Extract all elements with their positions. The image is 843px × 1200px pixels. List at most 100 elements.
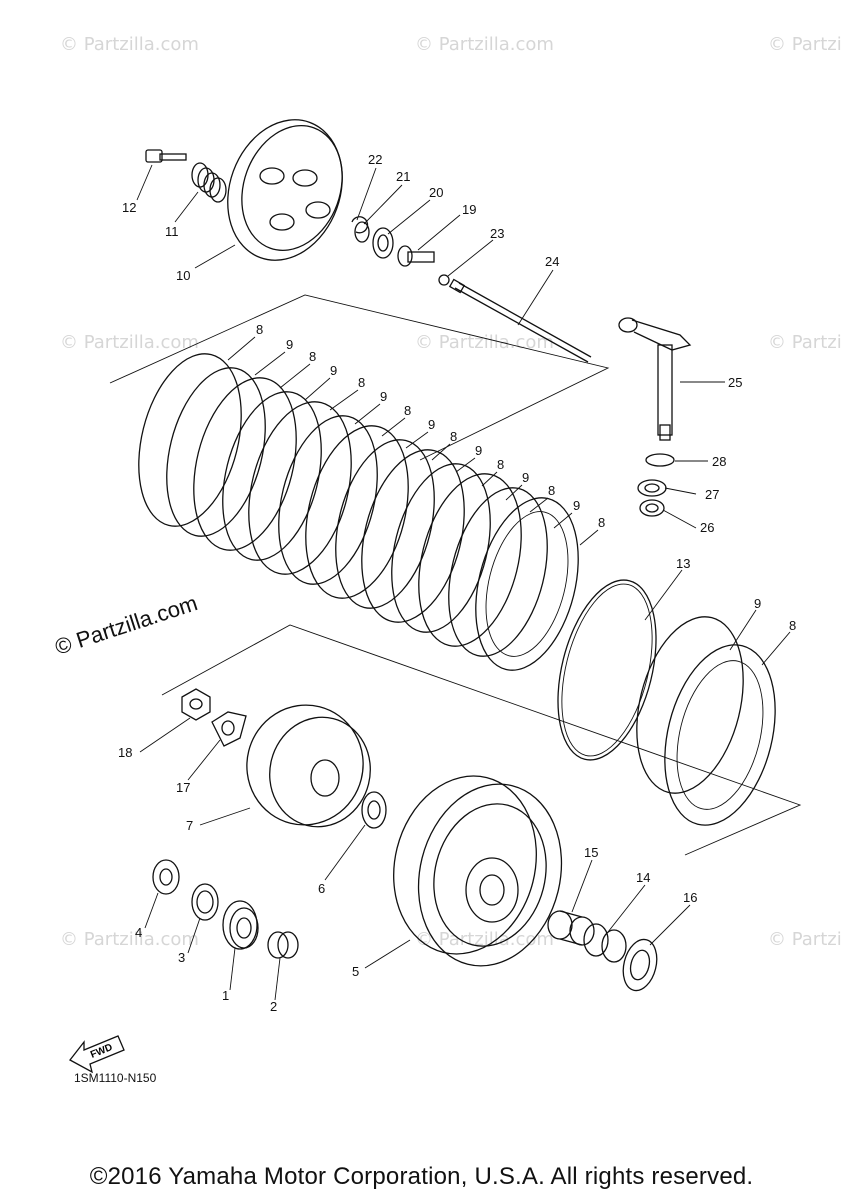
callout-24: 24 [545,254,559,269]
clutch-housing-5 [393,775,563,967]
friction-plate-8 [305,425,409,599]
washer-16 [622,938,658,992]
push-rod-19 [397,245,435,267]
callout-10: 10 [176,268,190,283]
callout-20: 20 [429,185,443,200]
clutch-plate-9 [222,391,322,561]
clutch-plate-9 [166,367,266,537]
callout-15: 15 [584,845,598,860]
callout-8: 8 [404,403,411,418]
fwd-arrow-icon: FWD [69,1035,125,1074]
push-rod-24 [448,278,592,363]
clutch-plate-9 [335,439,435,609]
callout-8: 8 [789,618,796,633]
callout-6: 6 [318,881,325,896]
washer-3 [191,883,219,921]
callout-9: 9 [380,389,387,404]
callout-8: 8 [309,349,316,364]
callout-17: 17 [176,780,190,795]
callout-9: 9 [573,498,580,513]
watermark: © Partzilla.com [415,34,554,55]
callout-8: 8 [497,457,504,472]
wire-ring-13 [557,579,657,761]
callout-16: 16 [683,890,697,905]
callout-26: 26 [700,520,714,535]
circlip-28 [645,453,675,467]
callout-2: 2 [270,999,277,1014]
callout-18: 18 [118,745,132,760]
callout-9: 9 [330,363,337,378]
nut-18 [181,688,211,721]
callout-22: 22 [368,152,382,167]
plate-group-bracket-upper [109,294,610,461]
callout-9: 9 [754,596,761,611]
watermark: © Partzilla.com [415,332,554,353]
plate-group-bracket-lower [161,624,802,856]
friction-plate-8 [248,401,352,575]
callout-8: 8 [450,429,457,444]
callout-labels: 12 11 10 22 21 20 19 23 24 25 28 27 26 8… [118,152,796,1014]
ball-23 [438,274,450,286]
gear-1 [222,900,259,950]
friction-plate-8 [418,473,522,647]
callout-8: 8 [598,515,605,530]
callout-19: 19 [462,202,476,217]
clutch-plate-9 [391,463,491,633]
friction-plate-8 [193,377,297,551]
callout-9: 9 [286,337,293,352]
bolt-12 [145,149,187,163]
callout-14: 14 [636,870,650,885]
friction-plate-8 [361,449,465,623]
callout-7: 7 [186,818,193,833]
watermark: © Partzilla.com [60,929,199,950]
watermark: © Partzilla.com [415,929,554,950]
callout-13: 13 [676,556,690,571]
push-lever-25 [618,317,692,441]
friction-plate-8 [475,497,579,671]
watermark: © Partzilla.com [768,929,843,950]
watermark-large: © Partzilla.com [52,590,201,660]
clutch-boss-7 [246,704,371,828]
callout-28: 28 [712,454,726,469]
callout-1: 1 [222,988,229,1003]
watermark: © Partzilla.com [768,332,843,353]
callout-23: 23 [490,226,504,241]
friction-plate-8 [138,353,242,527]
callout-11: 11 [165,224,179,239]
diagram-code: 1SM1110-N150 [74,1071,157,1085]
oil-seal-27 [637,479,667,497]
callout-25: 25 [728,375,742,390]
watermark: © Partzilla.com [60,332,199,353]
circlip-22 [351,216,369,234]
callout-8: 8 [548,483,555,498]
callout-27: 27 [705,487,719,502]
spring-11 [191,162,227,203]
callout-9: 9 [522,470,529,485]
plate-pair-lower [636,616,776,826]
clutch-plate-9 [636,616,744,794]
collar-2 [267,931,299,959]
collar-15 [547,910,595,946]
needle-bearing-14 [583,923,627,963]
bearing-26 [639,499,665,517]
callout-9: 9 [475,443,482,458]
clutch-plate-9 [278,415,378,585]
washer-21 [354,221,370,243]
pressure-plate-10 [227,119,343,261]
callout-21: 21 [396,169,410,184]
watermark: © Partzilla.com [60,34,199,55]
callout-12: 12 [122,200,136,215]
copyright-notice: ©2016 Yamaha Motor Corporation, U.S.A. A… [89,1163,754,1190]
watermarks: © Partzilla.com © Partzilla.com © Partzi… [52,34,843,950]
nut-4 [152,859,180,895]
fwd-label: FWD [89,1042,114,1061]
watermark: © Partzilla.com [768,34,843,55]
plate-stack [138,353,579,671]
friction-plate-8 [664,644,776,826]
callout-9: 9 [428,417,435,432]
callout-5: 5 [352,964,359,979]
leader-lines [136,164,791,1001]
thrust-washer-6 [361,791,387,829]
callout-8: 8 [256,322,263,337]
